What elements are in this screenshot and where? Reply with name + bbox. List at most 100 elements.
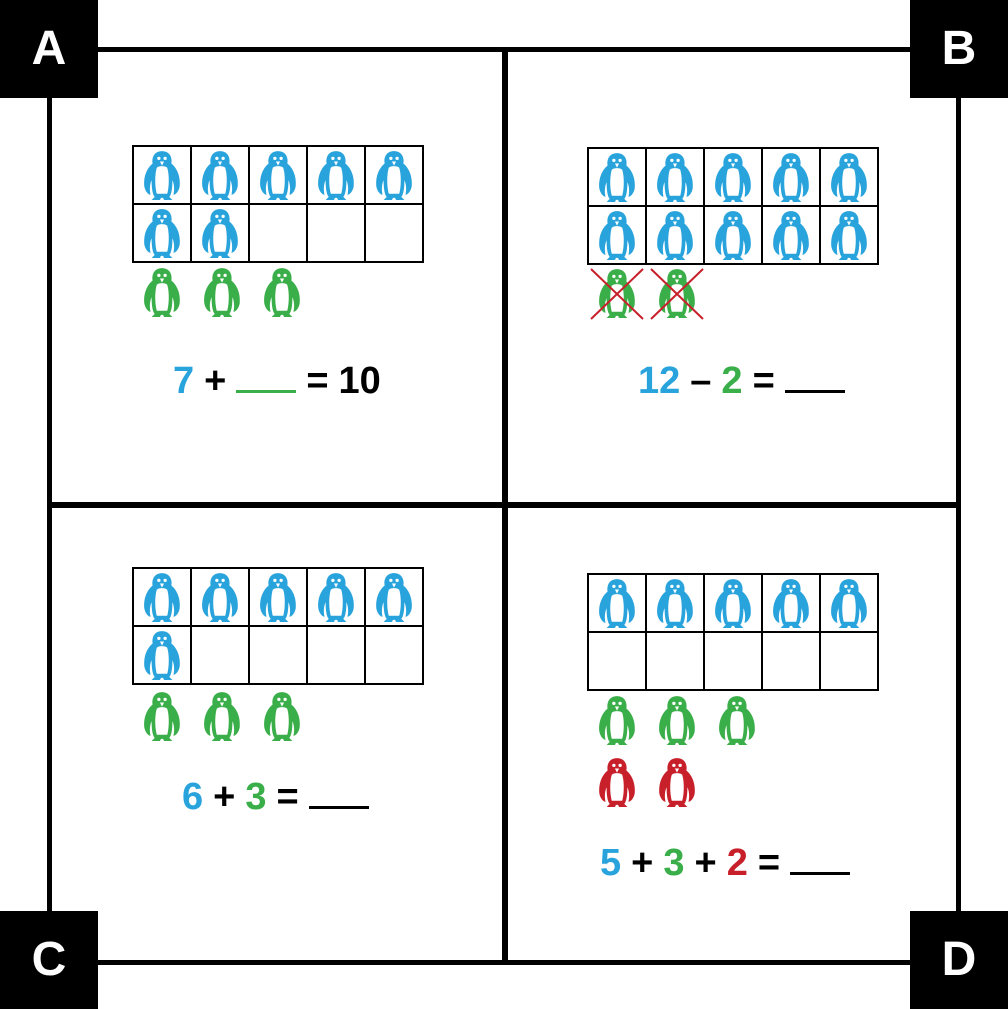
ten-frame-cell (588, 574, 646, 632)
label-a: A (0, 0, 98, 98)
eq-c-first: 6 (182, 776, 204, 818)
ten-frame-cell (820, 206, 878, 264)
eq-b-second: 2 (721, 360, 743, 402)
ten-frame-cell (191, 568, 249, 626)
penguin-icon (831, 153, 867, 202)
penguin-icon (204, 268, 240, 317)
ten-frame-cell (191, 146, 249, 204)
ten-frame-cell (307, 146, 365, 204)
eq-b-first: 12 (638, 360, 681, 402)
eq-b-equals: = (752, 360, 775, 402)
equation-d: 5 + 3 + 2 = (600, 842, 851, 885)
ten-frame-cell (704, 148, 762, 206)
green-penguins-d (595, 694, 759, 746)
green-penguins-a (140, 266, 304, 318)
ten-frame-cell (249, 146, 307, 204)
ten-frame-cell (762, 206, 820, 264)
ten-frame-cell (704, 206, 762, 264)
ten-frame-cell (133, 568, 191, 626)
penguin-icon (260, 151, 296, 200)
eq-c-plus: + (213, 776, 236, 818)
ten-frame-cell (820, 632, 878, 690)
penguin-icon (715, 579, 751, 628)
ten-frame-cell (307, 626, 365, 684)
ten-frame-cell (133, 626, 191, 684)
penguin-icon (773, 153, 809, 202)
penguin-icon (657, 579, 693, 628)
penguin-icon (202, 573, 238, 622)
penguin-icon (144, 268, 180, 317)
penguin-icon (831, 579, 867, 628)
eq-d-blank (790, 844, 851, 875)
ten-frame-cell (762, 148, 820, 206)
penguin-icon (773, 211, 809, 260)
penguin-icon (657, 211, 693, 260)
ten-frame-cell (365, 204, 423, 262)
crossed-out-penguin (650, 267, 704, 321)
ten-frame-cell (133, 204, 191, 262)
penguin-icon (264, 692, 300, 741)
ten-frame-cell (820, 148, 878, 206)
eq-c-second: 3 (245, 776, 267, 818)
eq-a-equals: = (306, 360, 329, 402)
penguin-icon (599, 579, 635, 628)
ten-frame-cell (307, 568, 365, 626)
ten-frame-c (132, 567, 424, 685)
eq-a-blank (236, 362, 297, 393)
penguin-icon (202, 151, 238, 200)
penguin-icon (773, 579, 809, 628)
green-penguins-c (140, 690, 304, 742)
penguin-icon (204, 692, 240, 741)
label-b: B (910, 0, 1008, 98)
penguin-icon (318, 151, 354, 200)
penguin-icon (715, 211, 751, 260)
penguin-icon (599, 758, 635, 807)
equation-b: 12 – 2 = (638, 360, 845, 403)
penguin-icon (144, 209, 180, 258)
crossed-out-penguin (590, 267, 644, 321)
label-d: D (910, 911, 1008, 1009)
eq-d-first: 5 (600, 842, 622, 884)
penguin-icon (599, 696, 635, 745)
ten-frame-cell (307, 204, 365, 262)
horizontal-divider (47, 502, 961, 508)
ten-frame-cell (365, 146, 423, 204)
penguin-icon (376, 151, 412, 200)
ten-frame-cell (646, 206, 704, 264)
eq-d-plus1: + (631, 842, 654, 884)
crossed-penguins-b (590, 267, 704, 321)
ten-frame-cell (191, 204, 249, 262)
ten-frame-cell (249, 204, 307, 262)
equation-a: 7 + = 10 (173, 360, 381, 403)
equation-c: 6 + 3 = (182, 776, 369, 819)
penguin-icon (659, 758, 695, 807)
eq-b-minus: – (690, 360, 712, 402)
eq-d-plus2: + (694, 842, 717, 884)
ten-frame-b (587, 147, 879, 265)
penguin-icon (144, 692, 180, 741)
red-penguins-d (595, 756, 699, 808)
penguin-icon (657, 153, 693, 202)
cross-out-icon (590, 268, 644, 320)
ten-frame-cell (191, 626, 249, 684)
eq-d-third: 2 (726, 842, 748, 884)
ten-frame-cell (249, 626, 307, 684)
cross-out-icon (650, 268, 704, 320)
penguin-icon (318, 573, 354, 622)
ten-frame-cell (588, 148, 646, 206)
penguin-icon (376, 573, 412, 622)
ten-frame-cell (820, 574, 878, 632)
penguin-icon (599, 153, 635, 202)
ten-frame-a (132, 145, 424, 263)
ten-frame-cell (365, 568, 423, 626)
ten-frame-cell (133, 146, 191, 204)
penguin-icon (144, 151, 180, 200)
penguin-icon (599, 211, 635, 260)
ten-frame-cell (588, 206, 646, 264)
ten-frame-cell (704, 574, 762, 632)
eq-a-first: 7 (173, 360, 195, 402)
eq-c-equals: = (276, 776, 299, 818)
ten-frame-cell (588, 632, 646, 690)
penguin-icon (831, 211, 867, 260)
ten-frame-cell (646, 574, 704, 632)
